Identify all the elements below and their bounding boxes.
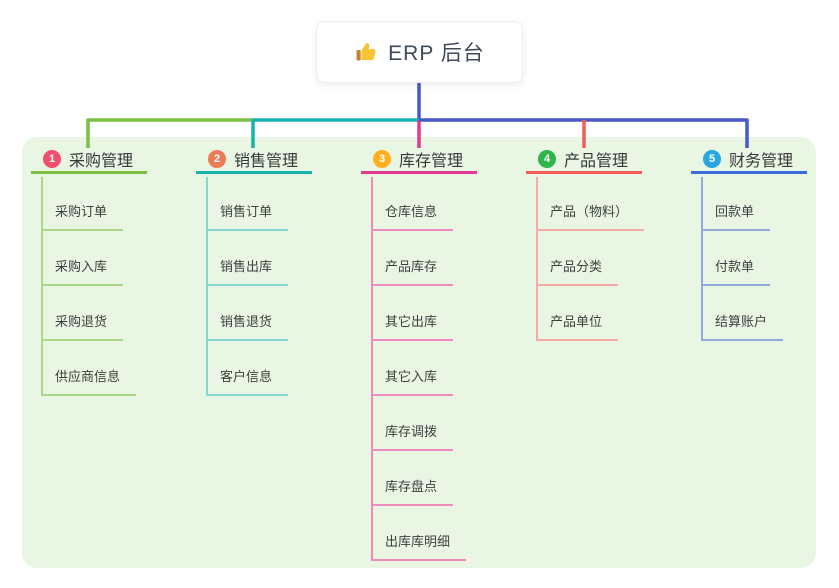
leaf-node[interactable]: 销售订单: [206, 203, 289, 231]
branch-label: 采购管理: [69, 153, 134, 170]
branch-trunk-line: [701, 177, 703, 341]
branch-label: 产品管理: [564, 153, 629, 170]
thumbs-up-icon: [354, 40, 378, 64]
leaf-node[interactable]: 库存调拨: [371, 423, 454, 451]
leaf-node[interactable]: 付款单: [701, 258, 771, 286]
leaf-node[interactable]: 产品分类: [536, 258, 619, 286]
leaf-node[interactable]: 销售出库: [206, 258, 289, 286]
leaf-node[interactable]: 供应商信息: [41, 368, 137, 396]
root-node-label: ERP 后台: [388, 42, 485, 65]
branch-number-badge: 2: [208, 150, 226, 168]
branch-number-badge: 1: [43, 150, 61, 168]
leaf-node[interactable]: 采购入库: [41, 258, 124, 286]
branch-column-sales: 2 销售管理 销售订单 销售出库 销售退货 客户信息: [196, 147, 356, 396]
branch-number-badge: 5: [703, 150, 721, 168]
branch-number-badge: 4: [538, 150, 556, 168]
branch-trunk-line: [206, 177, 208, 396]
branch-node-purchase[interactable]: 1 采购管理: [31, 147, 147, 174]
leaf-node[interactable]: 采购退货: [41, 313, 124, 341]
branch-label: 财务管理: [729, 153, 794, 170]
leaf-node[interactable]: 仓库信息: [371, 203, 454, 231]
branch-column-finance: 5 财务管理 回款单 付款单 结算账户: [691, 147, 839, 341]
branch-node-finance[interactable]: 5 财务管理: [691, 147, 807, 174]
leaf-node[interactable]: 产品（物料）: [536, 203, 645, 231]
branch-label: 销售管理: [234, 153, 299, 170]
branch-node-sales[interactable]: 2 销售管理: [196, 147, 312, 174]
branch-column-inventory: 3 库存管理 仓库信息 产品库存 其它出库 其它入库 库存调拨 库存盘点 出库库…: [361, 147, 521, 561]
leaf-node[interactable]: 出库库明细: [371, 533, 467, 561]
leaf-node[interactable]: 结算账户: [701, 313, 784, 341]
branch-trunk-line: [371, 177, 373, 561]
leaf-node[interactable]: 销售退货: [206, 313, 289, 341]
leaf-node[interactable]: 客户信息: [206, 368, 289, 396]
branch-node-product[interactable]: 4 产品管理: [526, 147, 642, 174]
leaf-node[interactable]: 其它入库: [371, 368, 454, 396]
leaf-node[interactable]: 产品库存: [371, 258, 454, 286]
leaf-node[interactable]: 库存盘点: [371, 478, 454, 506]
branch-column-product: 4 产品管理 产品（物料） 产品分类 产品单位: [526, 147, 686, 341]
branch-trunk-line: [41, 177, 43, 396]
canvas-panel: [22, 137, 816, 568]
branch-column-purchase: 1 采购管理 采购订单 采购入库 采购退货 供应商信息: [31, 147, 191, 396]
branch-number-badge: 3: [373, 150, 391, 168]
branch-trunk-line: [536, 177, 538, 341]
root-node-erp[interactable]: ERP 后台: [316, 21, 523, 83]
leaf-node[interactable]: 产品单位: [536, 313, 619, 341]
branch-label: 库存管理: [399, 153, 464, 170]
branch-node-inventory[interactable]: 3 库存管理: [361, 147, 477, 174]
leaf-node[interactable]: 其它出库: [371, 313, 454, 341]
leaf-node[interactable]: 回款单: [701, 203, 771, 231]
leaf-node[interactable]: 采购订单: [41, 203, 124, 231]
